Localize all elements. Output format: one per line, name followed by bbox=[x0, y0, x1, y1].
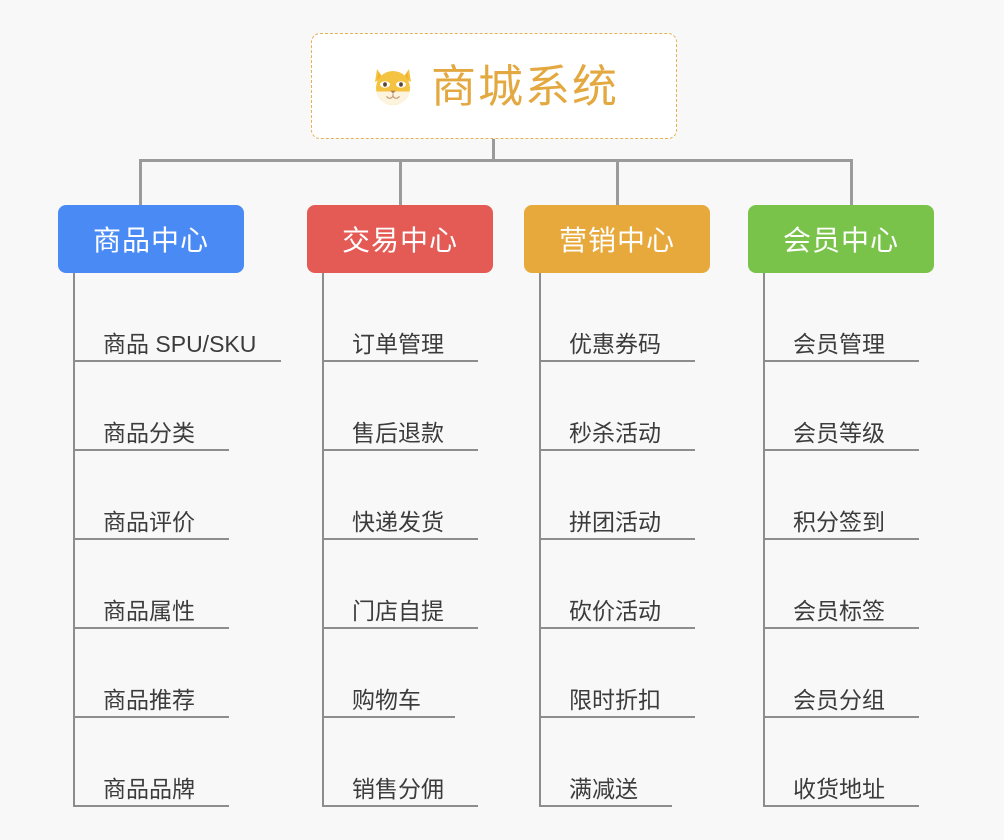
leaf-underline bbox=[322, 627, 478, 629]
list-item[interactable]: 砍价活动 bbox=[539, 540, 695, 629]
connector-drop-3 bbox=[616, 159, 619, 205]
leaf-underline bbox=[763, 716, 919, 718]
leaf-underline bbox=[322, 538, 478, 540]
list-item[interactable]: 满减送 bbox=[539, 718, 672, 807]
leaf-underline bbox=[763, 627, 919, 629]
connector-drop-1 bbox=[139, 159, 142, 205]
list-item[interactable]: 订单管理 bbox=[322, 273, 478, 362]
leaf-underline bbox=[763, 805, 919, 807]
branch-spine-2 bbox=[322, 273, 324, 807]
connector-drop-4 bbox=[850, 159, 853, 205]
list-item[interactable]: 门店自提 bbox=[322, 540, 478, 629]
list-item[interactable]: 商品 SPU/SKU bbox=[73, 273, 281, 362]
branch-spine-3 bbox=[539, 273, 541, 807]
leaf-underline bbox=[322, 805, 478, 807]
list-item[interactable]: 商品品牌 bbox=[73, 718, 229, 807]
list-item[interactable]: 积分签到 bbox=[763, 451, 919, 540]
leaf-label: 会员等级 bbox=[793, 419, 885, 446]
list-item[interactable]: 商品属性 bbox=[73, 540, 229, 629]
leaf-label: 秒杀活动 bbox=[569, 419, 661, 446]
leaf-label: 快递发货 bbox=[352, 508, 444, 535]
list-item[interactable]: 限时折扣 bbox=[539, 629, 695, 718]
leaf-label: 会员管理 bbox=[793, 330, 885, 357]
connector-horizontal-bar bbox=[139, 159, 853, 162]
list-item[interactable]: 秒杀活动 bbox=[539, 362, 695, 451]
list-item[interactable]: 会员分组 bbox=[763, 629, 919, 718]
leaf-label: 购物车 bbox=[352, 686, 421, 713]
leaf-underline bbox=[73, 360, 281, 362]
leaf-label: 砍价活动 bbox=[569, 597, 661, 624]
leaf-label: 拼团活动 bbox=[569, 508, 661, 535]
branch-spine-4 bbox=[763, 273, 765, 807]
category-header-3[interactable]: 营销中心 bbox=[524, 205, 710, 273]
leaf-underline bbox=[539, 449, 695, 451]
list-item[interactable]: 购物车 bbox=[322, 629, 455, 718]
leaf-label: 会员标签 bbox=[793, 597, 885, 624]
leaf-underline bbox=[539, 716, 695, 718]
list-item[interactable]: 快递发货 bbox=[322, 451, 478, 540]
leaf-label: 积分签到 bbox=[793, 508, 885, 535]
list-item[interactable]: 会员等级 bbox=[763, 362, 919, 451]
list-item[interactable]: 收货地址 bbox=[763, 718, 919, 807]
leaf-underline bbox=[322, 360, 478, 362]
leaf-label: 商品 SPU/SKU bbox=[103, 330, 257, 357]
category-header-1[interactable]: 商品中心 bbox=[58, 205, 244, 273]
leaf-label: 商品属性 bbox=[103, 597, 195, 624]
category-header-3-label: 营销中心 bbox=[558, 225, 675, 256]
leaf-underline bbox=[73, 449, 229, 451]
leaf-label: 满减送 bbox=[569, 775, 638, 802]
leaf-underline bbox=[322, 449, 478, 451]
list-item[interactable]: 会员管理 bbox=[763, 273, 919, 362]
leaf-label: 商品推荐 bbox=[103, 686, 195, 713]
list-item[interactable]: 销售分佣 bbox=[322, 718, 478, 807]
leaf-underline bbox=[763, 449, 919, 451]
leaf-label: 售后退款 bbox=[352, 419, 444, 446]
category-header-4-label: 会员中心 bbox=[782, 225, 899, 256]
leaf-label: 收货地址 bbox=[793, 775, 885, 802]
leaf-underline bbox=[73, 716, 229, 718]
leaf-underline bbox=[322, 716, 455, 718]
leaf-label: 商品评价 bbox=[103, 508, 195, 535]
category-header-4[interactable]: 会员中心 bbox=[748, 205, 934, 273]
list-item[interactable]: 优惠券码 bbox=[539, 273, 695, 362]
leaf-label: 会员分组 bbox=[793, 686, 885, 713]
leaf-label: 商品品牌 bbox=[103, 775, 195, 802]
shiba-dog-face-icon bbox=[369, 62, 417, 110]
category-header-1-label: 商品中心 bbox=[92, 225, 209, 256]
connector-drop-2 bbox=[399, 159, 402, 205]
leaf-label: 限时折扣 bbox=[569, 686, 661, 713]
leaf-underline bbox=[73, 538, 229, 540]
list-item[interactable]: 拼团活动 bbox=[539, 451, 695, 540]
leaf-underline bbox=[73, 627, 229, 629]
leaf-underline bbox=[539, 538, 695, 540]
leaf-underline bbox=[763, 360, 919, 362]
leaf-label: 订单管理 bbox=[352, 330, 444, 357]
leaf-underline bbox=[539, 627, 695, 629]
list-item[interactable]: 会员标签 bbox=[763, 540, 919, 629]
root-title: 商城系统 bbox=[430, 60, 619, 112]
list-item[interactable]: 售后退款 bbox=[322, 362, 478, 451]
leaf-underline bbox=[763, 538, 919, 540]
leaf-label: 优惠券码 bbox=[569, 330, 661, 357]
connector-root-stem bbox=[492, 139, 495, 161]
leaf-underline bbox=[73, 805, 229, 807]
list-item[interactable]: 商品推荐 bbox=[73, 629, 229, 718]
root-node[interactable]: 商城系统 bbox=[311, 33, 677, 139]
category-header-2[interactable]: 交易中心 bbox=[307, 205, 493, 273]
category-header-2-label: 交易中心 bbox=[341, 225, 458, 256]
leaf-label: 销售分佣 bbox=[352, 775, 444, 802]
list-item[interactable]: 商品分类 bbox=[73, 362, 229, 451]
list-item[interactable]: 商品评价 bbox=[73, 451, 229, 540]
branch-spine-1 bbox=[73, 273, 75, 807]
leaf-underline bbox=[539, 805, 672, 807]
leaf-label: 门店自提 bbox=[352, 597, 444, 624]
leaf-label: 商品分类 bbox=[103, 419, 195, 446]
leaf-underline bbox=[539, 360, 695, 362]
